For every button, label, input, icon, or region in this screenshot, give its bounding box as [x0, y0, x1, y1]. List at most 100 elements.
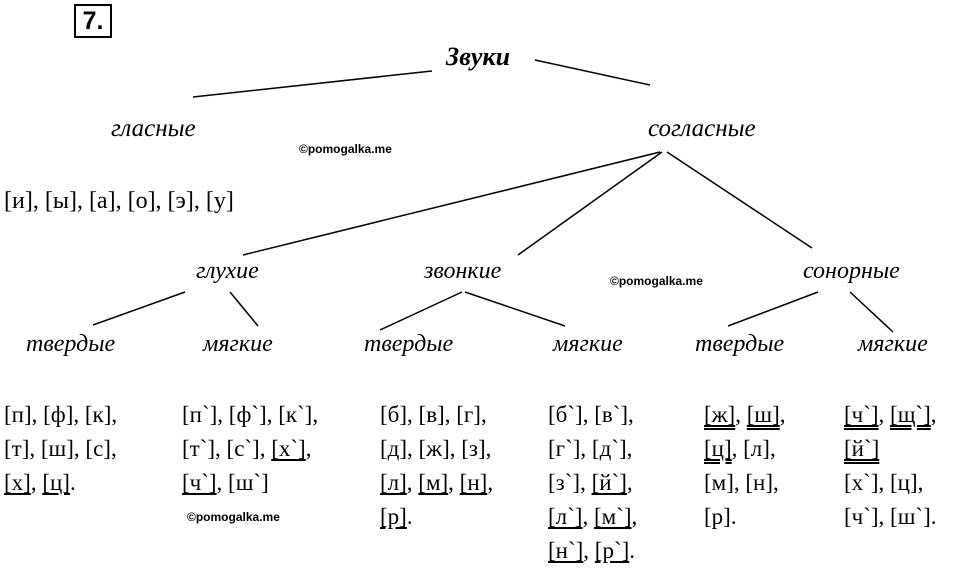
sound-token: [в`] [594, 402, 629, 427]
sound-token: [д`] [591, 436, 627, 461]
sound-line: [м], [н], [704, 466, 786, 500]
separator: , [628, 402, 634, 427]
separator: , [773, 470, 779, 495]
separator: , [407, 436, 419, 461]
sound-line: [б`], [в`], [548, 398, 637, 432]
sound-token: [с`] [226, 436, 260, 461]
sound-token: [ф] [43, 402, 74, 427]
sound-token: [з] [461, 436, 486, 461]
exercise-number: 7. [74, 4, 112, 38]
sound-token: [м] [418, 470, 449, 495]
separator: , [735, 402, 747, 427]
sound-token: [ц] [889, 470, 918, 495]
sounds-voiceless-hard: [п], [ф], [к],[т], [ш], [с],[х], [ц]. [4, 398, 117, 500]
separator: , [769, 436, 776, 461]
sound-token: [х] [4, 470, 31, 495]
sound-line: [г`], [д`], [548, 432, 637, 466]
separator: , [449, 436, 462, 461]
line-sonorant-hard [727, 291, 819, 327]
separator: , [626, 436, 633, 461]
separator: . [406, 504, 413, 529]
watermark: ©pomogalka.me [299, 142, 392, 156]
separator: , [582, 402, 595, 427]
separator: , [580, 436, 592, 461]
separator: , [731, 436, 744, 461]
node-voiceless: глухие [196, 258, 259, 284]
node-voiced: звонкие [424, 258, 502, 284]
separator: , [930, 402, 937, 427]
sound-token: [ш`] [228, 470, 269, 495]
sound-token: [п`] [182, 402, 218, 427]
separator: , [259, 436, 272, 461]
node-vowels: гласные [111, 115, 196, 142]
sound-token: [м] [704, 470, 734, 495]
sound-token: [т] [4, 436, 30, 461]
separator: , [305, 436, 312, 461]
line-sonorant-soft [849, 291, 894, 333]
separator: , [878, 470, 890, 495]
sound-line: [й`] [844, 432, 937, 466]
sound-line: [б], [в], [г], [380, 398, 493, 432]
separator: , [407, 402, 419, 427]
sound-token: [ц] [42, 470, 70, 495]
separator: , [29, 436, 41, 461]
separator: , [444, 402, 457, 427]
sound-line: [х], [ц]. [4, 466, 117, 500]
sound-token: [ч`] [844, 504, 879, 529]
line-voiced-soft [464, 291, 566, 327]
line-consonants-voiceless [242, 151, 661, 256]
node-voiced-hard: твердые [364, 331, 454, 357]
sound-token: [м`] [593, 504, 632, 529]
node-sonorant: сонорные [803, 258, 900, 284]
sound-token: [г`] [548, 436, 581, 461]
sound-token: [н] [459, 470, 488, 495]
separator: , [31, 402, 44, 427]
sound-token: [к] [84, 402, 112, 427]
separator: , [580, 470, 592, 495]
sound-line: [д], [ж], [з], [380, 432, 493, 466]
sound-line: [н`], [р`]. [548, 534, 637, 568]
sound-token: [б`] [548, 402, 583, 427]
sound-token: [б] [380, 402, 408, 427]
sound-line: [ч`], [ш`] [182, 466, 318, 500]
separator: , [266, 402, 279, 427]
sound-line: [ц], [л], [704, 432, 786, 466]
sound-token: [г] [456, 402, 481, 427]
sound-token: [х`] [844, 470, 879, 495]
separator: . [629, 538, 636, 563]
sounds-voiced-hard: [б], [в], [г],[д], [ж], [з],[л], [м], [н… [380, 398, 493, 534]
line-title-consonants [534, 59, 651, 86]
sound-token: [к`] [278, 402, 313, 427]
separator: , [406, 470, 419, 495]
sound-line: [р]. [704, 500, 786, 534]
separator: , [110, 436, 117, 461]
separator: , [583, 538, 595, 563]
sound-line: [ч`], [ш`]. [844, 500, 937, 534]
sound-token: [в] [418, 402, 445, 427]
sound-token: [р`] [594, 538, 630, 563]
node-sonorant-hard: твердые [695, 331, 785, 357]
separator: , [30, 470, 43, 495]
separator: , [216, 470, 229, 495]
sounds-voiceless-soft: [п`], [ф`], [к`],[т`], [с`], [х`],[ч`], … [182, 398, 318, 500]
node-voiceless-soft: мягкие [203, 331, 273, 357]
separator: , [215, 436, 227, 461]
sound-line: [л`], [м`], [548, 500, 637, 534]
line-consonants-voiced [517, 151, 663, 256]
separator: . [730, 504, 737, 529]
separator: . [930, 504, 937, 529]
separator: , [779, 402, 786, 427]
separator: . [69, 470, 76, 495]
sound-token: [р] [380, 504, 407, 529]
sound-token: [й`] [844, 436, 880, 461]
sounds-sonorant-hard: [ж], [ш],[ц], [л],[м], [н],[р]. [704, 398, 786, 534]
sounds-sonorant-soft: [ч`], [щ`],[й`][х`], [ц],[ч`], [ш`]. [844, 398, 937, 534]
watermark: ©pomogalka.me [610, 274, 703, 288]
separator: , [448, 470, 460, 495]
diagram-title: Звуки [446, 42, 511, 71]
sound-token: [н`] [548, 538, 584, 563]
sound-token: [й`] [591, 470, 627, 495]
separator: , [878, 402, 891, 427]
